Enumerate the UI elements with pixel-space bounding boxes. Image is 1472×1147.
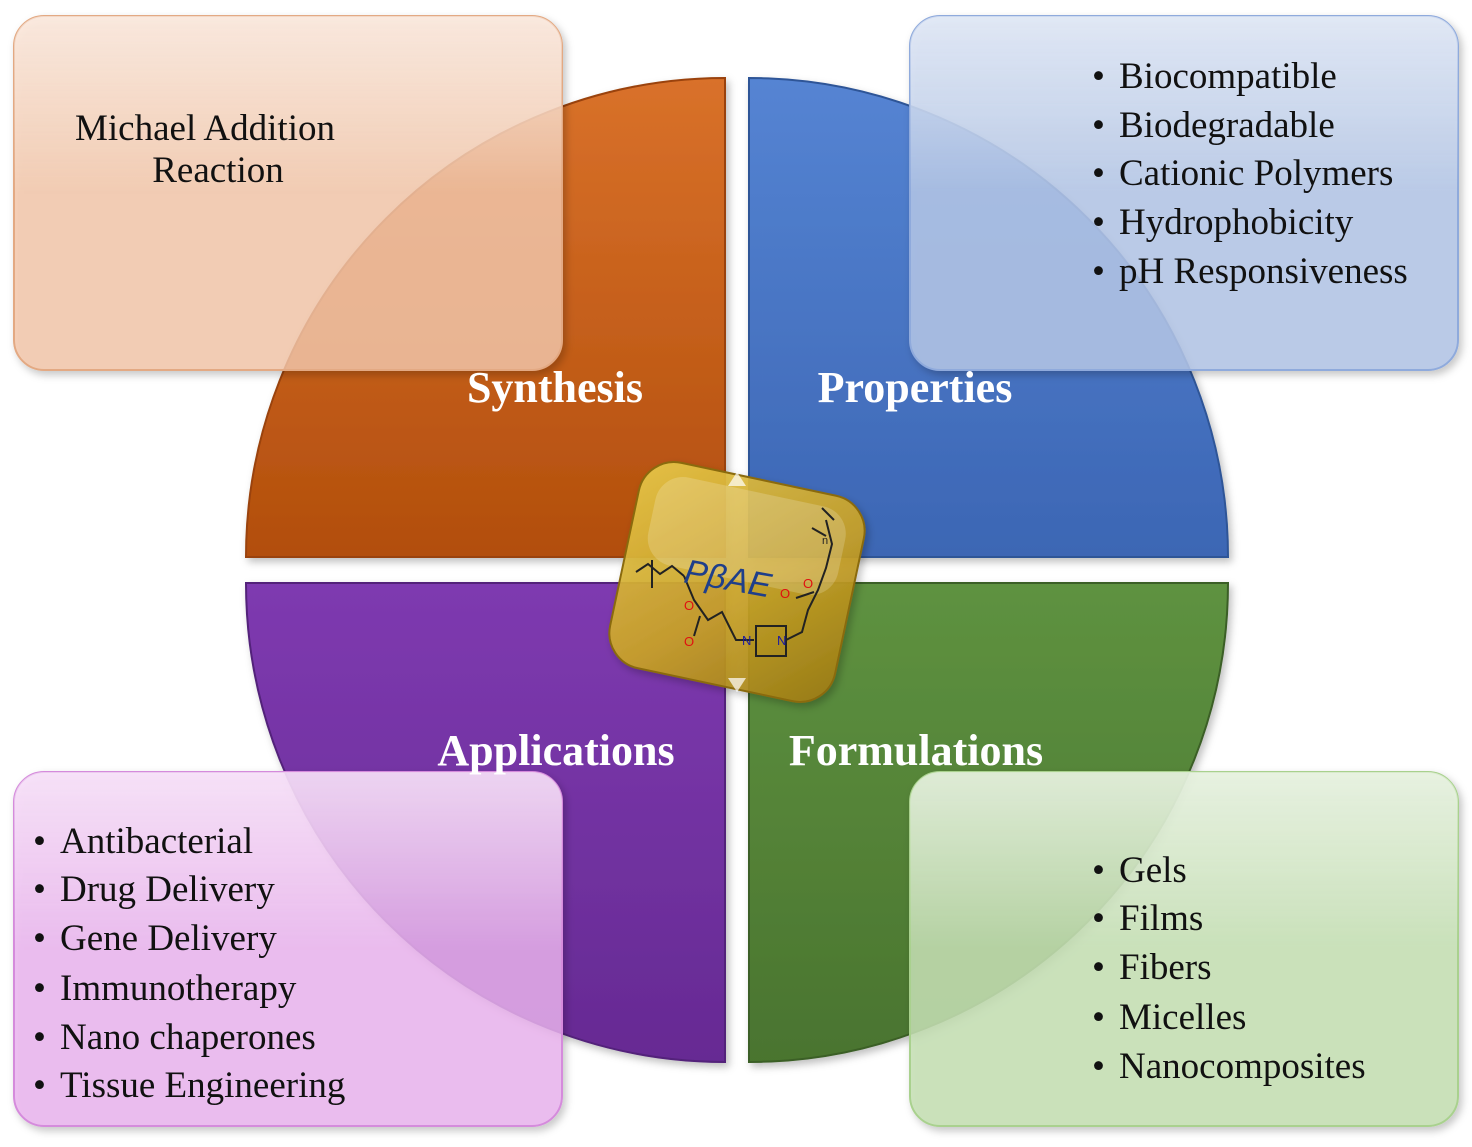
center-badge [608, 461, 866, 703]
applications-item: Drug Delivery [60, 869, 275, 910]
bullet-icon: • [1092, 1046, 1105, 1087]
formulations-label: Formulations [789, 726, 1043, 775]
formulations-item: Fibers [1119, 947, 1212, 988]
oxygen-atom: O [684, 634, 694, 649]
properties-label: Properties [818, 363, 1013, 412]
formulations-item: Gels [1119, 850, 1187, 891]
oxygen-atom: O [780, 586, 790, 601]
formulations-list: • Gels • Films • Fibers • Micelles • Nan… [1092, 850, 1366, 1087]
applications-label: Applications [437, 726, 674, 775]
formulations-item: Films [1119, 898, 1203, 939]
synthesis-label: Synthesis [467, 363, 643, 412]
bullet-icon: • [1092, 898, 1105, 939]
bullet-icon: • [33, 1065, 46, 1106]
applications-item: Tissue Engineering [60, 1065, 345, 1106]
bullet-icon: • [33, 821, 46, 862]
properties-item: Cationic Polymers [1119, 153, 1393, 194]
properties-item: Hydrophobicity [1119, 202, 1354, 243]
formulations-item: Nanocomposites [1119, 1046, 1366, 1087]
bullet-icon: • [33, 1017, 46, 1058]
properties-box [909, 15, 1459, 371]
bullet-icon: • [1092, 850, 1105, 891]
properties-item: Biocompatible [1119, 56, 1337, 97]
pbae-structure-icon [635, 507, 835, 657]
applications-list: • Antibacterial • Drug Delivery • Gene D… [33, 821, 345, 1106]
bullet-icon: • [1092, 153, 1105, 194]
nitrogen-atom: N [777, 633, 786, 648]
applications-item: Immunotherapy [60, 968, 297, 1009]
bullet-icon: • [33, 869, 46, 910]
oxygen-atom: O [803, 576, 813, 591]
synthesis-text-line-2: Reaction [152, 150, 284, 191]
formulations-box [909, 771, 1459, 1127]
oxygen-atom: O [684, 598, 694, 613]
bullet-icon: • [33, 918, 46, 959]
bullet-icon: • [1092, 947, 1105, 988]
properties-item: pH Responsiveness [1119, 251, 1408, 292]
applications-item: Nano chaperones [60, 1017, 316, 1058]
properties-list: • Biocompatible • Biodegradable • Cation… [1092, 56, 1408, 292]
bullet-icon: • [1092, 202, 1105, 243]
bullet-icon: • [33, 968, 46, 1009]
properties-item: Biodegradable [1119, 105, 1335, 146]
applications-item: Gene Delivery [60, 918, 277, 959]
formulations-item: Micelles [1119, 997, 1246, 1038]
synthesis-text-line-1: Michael Addition [75, 108, 335, 149]
nitrogen-atom: N [742, 633, 751, 648]
repeat-subscript: n [822, 535, 828, 547]
applications-box [13, 771, 563, 1127]
synthesis-box [13, 15, 563, 371]
bullet-icon: • [1092, 251, 1105, 292]
bullet-icon: • [1092, 56, 1105, 97]
bullet-icon: • [1092, 105, 1105, 146]
bullet-icon: • [1092, 997, 1105, 1038]
applications-item: Antibacterial [60, 821, 253, 862]
